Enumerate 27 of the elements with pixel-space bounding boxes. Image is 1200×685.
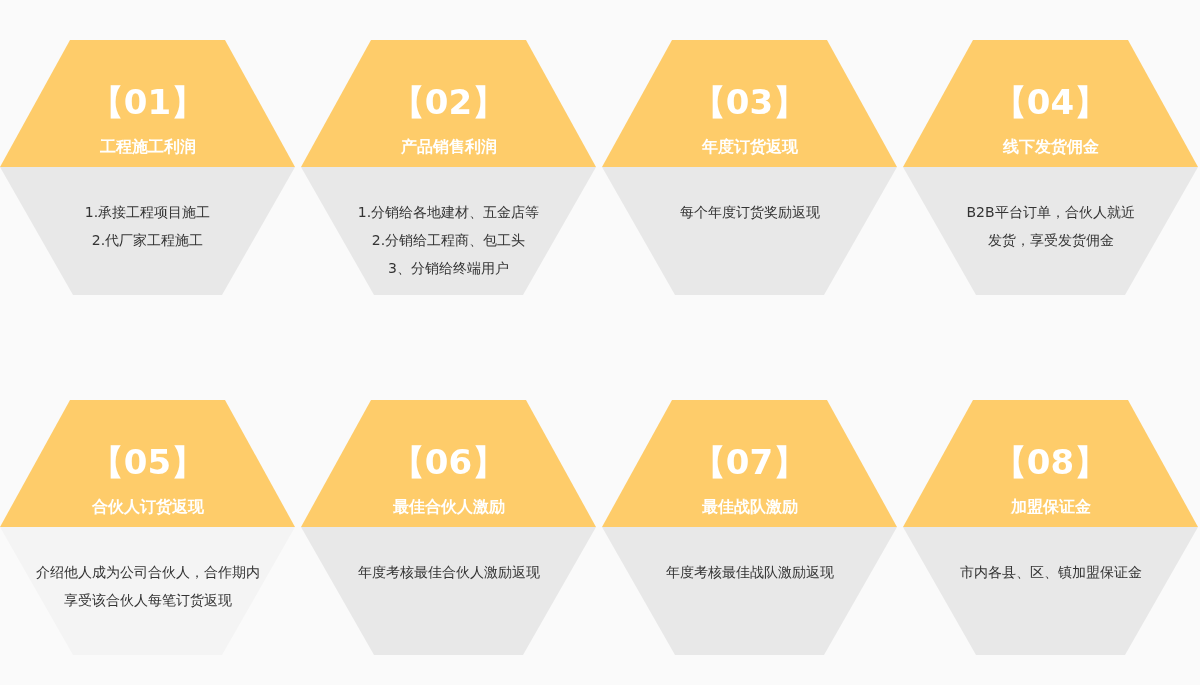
description-text: 1.承接工程项目施工 bbox=[83, 203, 212, 222]
title-text: 线下发货佣金 bbox=[1001, 136, 1100, 158]
title-text: 最佳战队激励 bbox=[700, 496, 799, 518]
number-label: 【04】 bbox=[991, 82, 1110, 122]
title-text: 年度订货返现 bbox=[700, 136, 799, 158]
number-label: 【07】 bbox=[690, 442, 809, 482]
number-label: 【01】 bbox=[88, 82, 207, 122]
title-text: 产品销售利润 bbox=[399, 136, 498, 158]
title-text: 加盟保证金 bbox=[1009, 496, 1092, 518]
description-text: 3、分销给终端用户 bbox=[387, 259, 510, 278]
number-label: 【08】 bbox=[991, 442, 1110, 482]
description-text: 每个年度订货奖励返现 bbox=[678, 203, 821, 222]
description-text: 市内各县、区、镇加盟保证金 bbox=[958, 563, 1143, 582]
title-text: 最佳合伙人激励 bbox=[391, 496, 506, 518]
number-label: 【02】 bbox=[389, 82, 508, 122]
description-text: 1.分销给各地建材、五金店等 bbox=[356, 203, 541, 222]
number-label: 【05】 bbox=[88, 442, 207, 482]
description-text: 年度考核最佳战队激励返现 bbox=[664, 563, 835, 582]
description-text: 年度考核最佳合伙人激励返现 bbox=[356, 563, 541, 582]
description-text: 2.代厂家工程施工 bbox=[90, 231, 205, 250]
number-label: 【06】 bbox=[389, 442, 508, 482]
title-text: 工程施工利润 bbox=[98, 136, 197, 158]
description-text: 介绍他人成为公司合伙人，合作期内享受该合伙人每笔订货返现 bbox=[34, 563, 261, 610]
description-text: 2.分销给工程商、包工头 bbox=[370, 231, 527, 250]
description-text: B2B平台订单，合伙人就近发货，享受发货佣金 bbox=[965, 203, 1136, 250]
title-text: 合伙人订货返现 bbox=[90, 496, 205, 518]
number-label: 【03】 bbox=[690, 82, 809, 122]
